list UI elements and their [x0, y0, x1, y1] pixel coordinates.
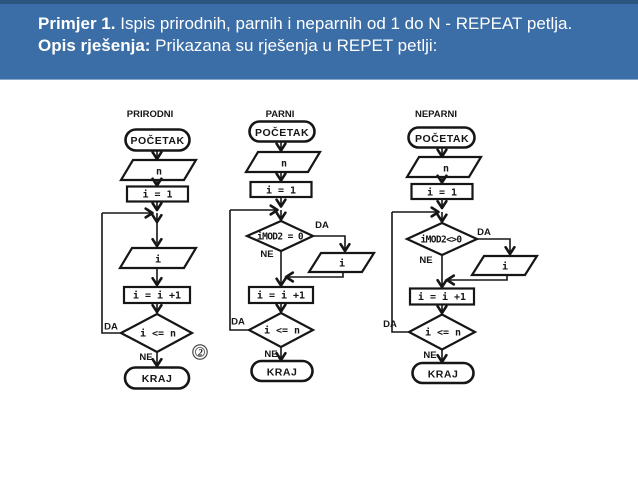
- branch-label-ne: NE: [423, 350, 436, 361]
- slide-title-line2: Opis rješenja: Prikazana su rješenja u R…: [38, 35, 572, 57]
- end-node-label: KRAJ: [142, 373, 173, 385]
- start-node-label: POČETAK: [130, 134, 184, 147]
- init-node-label: i = 1: [142, 189, 172, 201]
- output-node-label: i: [502, 261, 508, 273]
- end-node: [123, 366, 191, 390]
- slide-title-block: Primjer 1. Ispis prirodnih, parnih i nep…: [38, 13, 572, 57]
- flowchart-prirodni: PRIRODNI POČETAK n i = 1 i i = i +1 i <=…: [101, 109, 208, 390]
- slide-title-line1-lead: Primjer 1.: [38, 14, 116, 33]
- branch-label-da: DA: [383, 319, 397, 330]
- output-node-label: i: [339, 258, 345, 270]
- end-node-label: KRAJ: [428, 369, 459, 381]
- input-node: [119, 158, 198, 182]
- mod-branch-label-da: DA: [315, 220, 329, 231]
- mod-branch-label-ne: NE: [419, 255, 432, 266]
- watermark-icon: 2: [192, 344, 208, 360]
- increment-node-label: i = i +1: [418, 291, 466, 303]
- slide-title-line2-rest: Prikazana su rješenja u REPET petlji:: [150, 36, 438, 55]
- init-node-label: i = 1: [266, 185, 296, 197]
- loop-back-edge: [229, 210, 249, 331]
- flowchart-title: PARNI: [266, 109, 295, 120]
- watermark-glyph: 2: [197, 347, 203, 357]
- loop-condition-label: i <= n: [264, 325, 300, 337]
- loop-condition-label: i <= n: [425, 327, 461, 339]
- end-node: [411, 361, 475, 385]
- input-node: [244, 150, 322, 174]
- mod-condition-label: iMOD2<>0: [421, 235, 463, 246]
- branch-label-ne: NE: [264, 349, 277, 360]
- loop-back-edge: [101, 213, 121, 334]
- slide-title-line2-lead: Opis rješenja:: [38, 36, 151, 55]
- mod-branch-label-ne: NE: [260, 249, 273, 260]
- flowchart-neparni: NEPARNI POČETAK n i = 1 iMOD2<>0 DA NE i: [383, 109, 539, 385]
- loop-back-edge: [391, 212, 409, 333]
- flowchart-title: NEPARNI: [415, 109, 457, 120]
- slide-title-line1: Primjer 1. Ispis prirodnih, parnih i nep…: [38, 13, 572, 35]
- flowchart-parni: PARNI POČETAK n i = 1 iMOD2 = 0 DA NE i: [229, 109, 376, 383]
- start-node-label: POČETAK: [415, 132, 469, 145]
- slide-header-band: Primjer 1. Ispis prirodnih, parnih i nep…: [0, 0, 638, 80]
- input-node: [405, 155, 483, 179]
- start-node-label: POČETAK: [255, 126, 309, 139]
- output-node: [118, 246, 198, 270]
- flowchart-title: PRIRODNI: [127, 109, 173, 120]
- mod-condition-label: iMOD2 = 0: [257, 232, 304, 243]
- loop-condition-label: i <= n: [140, 328, 176, 340]
- increment-node-label: i = i +1: [133, 290, 181, 302]
- output-node-label: i: [155, 254, 161, 266]
- output-node: [470, 254, 539, 277]
- branch-label-da: DA: [104, 322, 118, 333]
- end-node-label: KRAJ: [267, 367, 298, 379]
- branch-label-ne: NE: [139, 352, 152, 363]
- mod-branch-label-da: DA: [477, 227, 491, 238]
- input-node-label: n: [156, 167, 162, 178]
- end-node: [250, 359, 314, 383]
- input-node-label: n: [443, 164, 449, 175]
- branch-label-da: DA: [231, 317, 245, 328]
- init-node-label: i = 1: [427, 187, 457, 199]
- increment-node-label: i = i +1: [257, 290, 305, 302]
- start-node: [248, 120, 316, 143]
- slide-title-line1-rest: Ispis prirodnih, parnih i neparnih od 1 …: [115, 14, 573, 33]
- input-node-label: n: [281, 159, 287, 170]
- output-node: [307, 251, 376, 274]
